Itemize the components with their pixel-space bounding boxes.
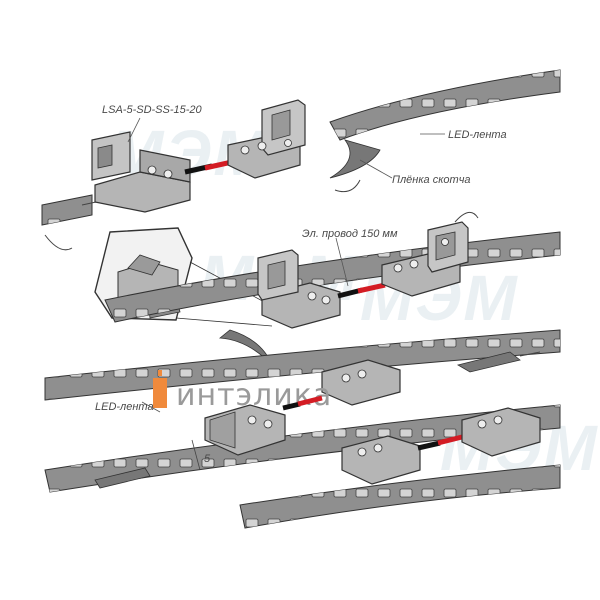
led-tape-left-leader: [141, 401, 161, 413]
model-label: LSA-5-SD-SS-15-20: [102, 104, 203, 116]
tape-top-right: [329, 69, 561, 179]
tape-film-label: Плёнка скотча: [392, 174, 471, 186]
peel-arrow-lower: [519, 351, 541, 357]
tape-film-leader: [359, 159, 393, 179]
dimension-label: 5: [204, 453, 211, 465]
connector-bottom-1: [204, 404, 286, 456]
wire-black-bottom-1: [282, 401, 301, 411]
connector-bottom-3: [461, 407, 541, 457]
connector-bottom-2: [341, 435, 421, 485]
connector-middle-left: [257, 249, 341, 329]
wire-red-middle: [357, 282, 386, 294]
wire-black-bottom-2: [417, 440, 441, 451]
connector-top-right: [227, 99, 306, 179]
connector-top-left: [91, 131, 191, 213]
led-tape-top-label: LED-лента: [448, 129, 507, 141]
model-leader: [127, 117, 141, 143]
brand-logo-icon: [153, 378, 167, 408]
dimension-line: [191, 439, 201, 471]
connector-lower: [321, 359, 401, 406]
tape-lower: [44, 329, 561, 401]
peel-arrow-top: [334, 179, 361, 193]
tape-bottom-2: [239, 464, 561, 529]
tape-top-left: [41, 194, 93, 226]
wire-label: Эл. провод 150 мм: [302, 228, 398, 240]
wire-red-bottom-2: [437, 434, 463, 446]
connector-middle-right: [381, 221, 469, 297]
bend-arrow-left: [44, 234, 73, 251]
wire-red-bottom-1: [297, 395, 323, 407]
insert-arrow-left: [81, 201, 97, 206]
led-tape-left-label: LED-лента: [95, 401, 154, 413]
wire-leader: [335, 237, 349, 287]
peel-arrow-middle: [454, 211, 479, 223]
